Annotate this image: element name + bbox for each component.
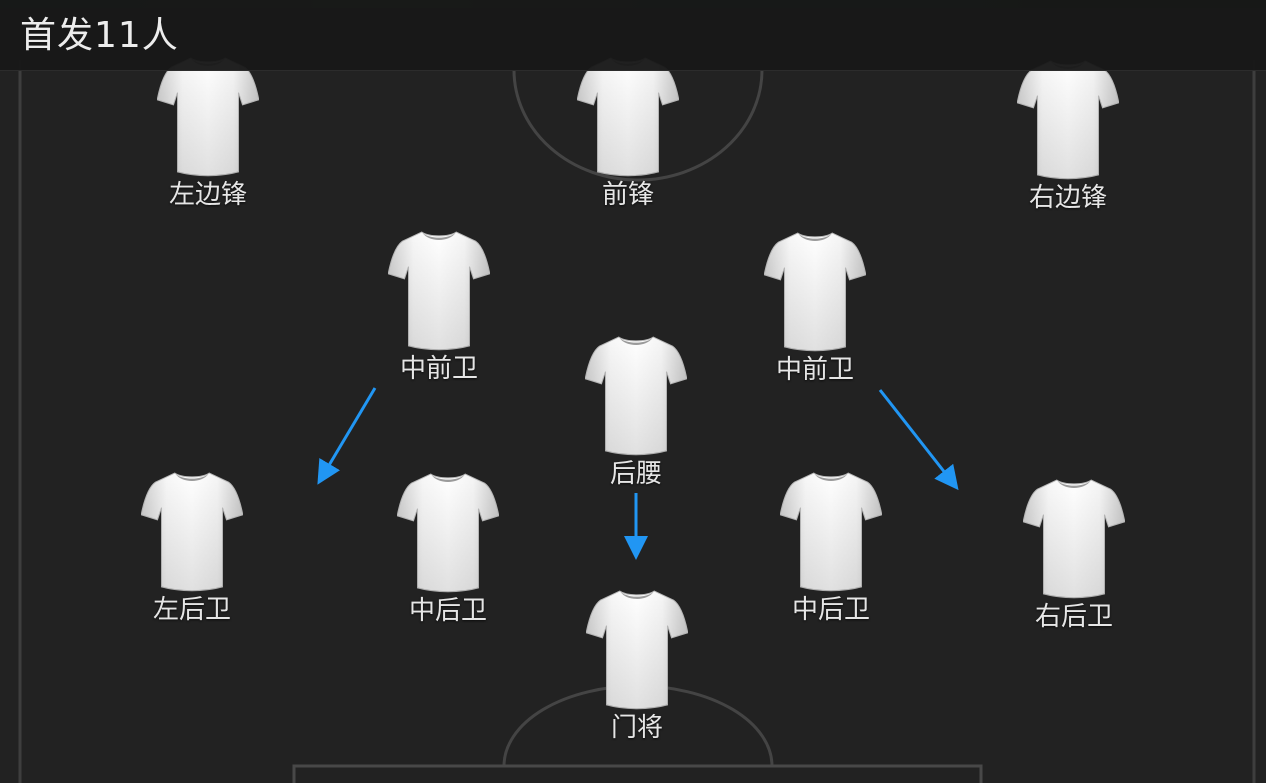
player-left-winger[interactable]: 左边锋 [138, 54, 278, 210]
player-left-back[interactable]: 左后卫 [122, 469, 262, 625]
page-title: 首发11人 [20, 15, 179, 56]
player-right-center-back[interactable]: 中后卫 [761, 469, 901, 625]
position-label: 左边锋 [168, 180, 247, 210]
player-left-central-midfielder[interactable]: 中前卫 [369, 228, 509, 384]
position-label: 左后卫 [152, 595, 231, 625]
shirt-icon [388, 228, 490, 352]
shirt-icon [1023, 476, 1125, 600]
position-label: 中前卫 [399, 354, 478, 384]
player-left-center-back[interactable]: 中后卫 [378, 470, 518, 626]
shirt-icon [585, 333, 687, 457]
header-bar: 首发11人 [0, 0, 1266, 71]
shirt-icon [586, 587, 688, 711]
player-right-back[interactable]: 右后卫 [1004, 476, 1144, 632]
player-defensive-midfielder[interactable]: 后腰 [566, 333, 706, 489]
player-right-winger[interactable]: 右边锋 [998, 57, 1138, 213]
shirt-icon [1017, 57, 1119, 181]
shirt-icon [141, 469, 243, 593]
shirt-icon [157, 54, 259, 178]
position-label: 前锋 [601, 180, 654, 210]
position-label: 右边锋 [1028, 183, 1107, 213]
position-label: 后腰 [609, 459, 662, 489]
player-striker[interactable]: 前锋 [558, 54, 698, 210]
position-label: 门将 [610, 713, 663, 743]
player-right-central-midfielder[interactable]: 中前卫 [745, 229, 885, 385]
shirt-icon [577, 54, 679, 178]
player-goalkeeper[interactable]: 门将 [567, 587, 707, 743]
position-label: 右后卫 [1034, 602, 1113, 632]
shirt-icon [764, 229, 866, 353]
position-label: 中前卫 [775, 355, 854, 385]
position-label: 中后卫 [791, 595, 870, 625]
shirt-icon [780, 469, 882, 593]
position-label: 中后卫 [408, 596, 487, 626]
shirt-icon [397, 470, 499, 594]
